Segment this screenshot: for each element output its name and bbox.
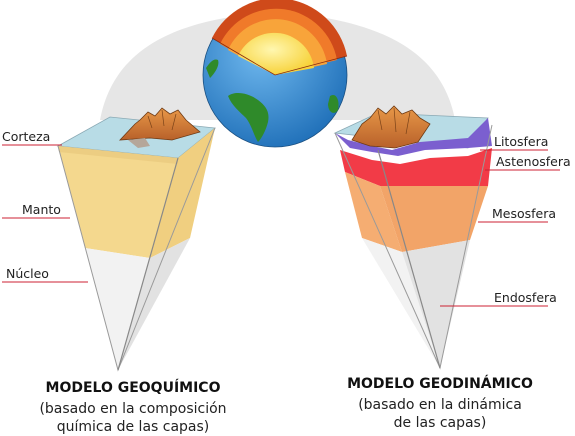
geodynamic-wedge (333, 105, 493, 370)
left-mantle-left-face (58, 146, 178, 258)
label-astenosfera: Astenosfera (496, 154, 571, 169)
earth-cutaway-icon (202, 0, 348, 148)
leader-lines (2, 144, 560, 307)
right-model-subtitle-line1: (basado en la dinámica (358, 397, 522, 413)
left-mantle-right-face (150, 128, 215, 258)
label-nucleo: Núcleo (6, 266, 49, 281)
mountain-relief-icon (351, 105, 431, 149)
left-core-right-face (118, 238, 190, 370)
left-crust-band (58, 146, 178, 164)
right-endosphere-right (402, 240, 470, 368)
left-model-subtitle-line2: química de las capas) (56, 419, 210, 435)
right-mesosphere-right (380, 186, 488, 252)
label-mesosfera: Mesosfera (492, 206, 556, 221)
right-model-title: MODELO GEODINÁMICO (347, 376, 533, 392)
label-endosfera: Endosfera (494, 290, 557, 305)
right-mesosphere-left (345, 172, 402, 252)
right-model-subtitle: (basado en la dinámica de las capas) (310, 396, 570, 432)
right-endosphere-left (362, 238, 440, 368)
left-model-title: MODELO GEOQUÍMICO (45, 380, 221, 396)
label-corteza: Corteza (2, 129, 50, 144)
right-model-subtitle-line2: de las capas) (393, 415, 487, 431)
left-model-subtitle-line1: (basado en la composición (39, 401, 227, 417)
label-manto: Manto (22, 202, 61, 217)
left-core-left-face (85, 248, 150, 370)
mountain-relief-icon (119, 107, 201, 148)
right-asthenosphere-band (340, 148, 492, 188)
left-model-subtitle: (basado en la composición química de las… (8, 400, 258, 436)
geochemical-wedge (56, 107, 217, 372)
label-litosfera: Litosfera (494, 134, 548, 149)
